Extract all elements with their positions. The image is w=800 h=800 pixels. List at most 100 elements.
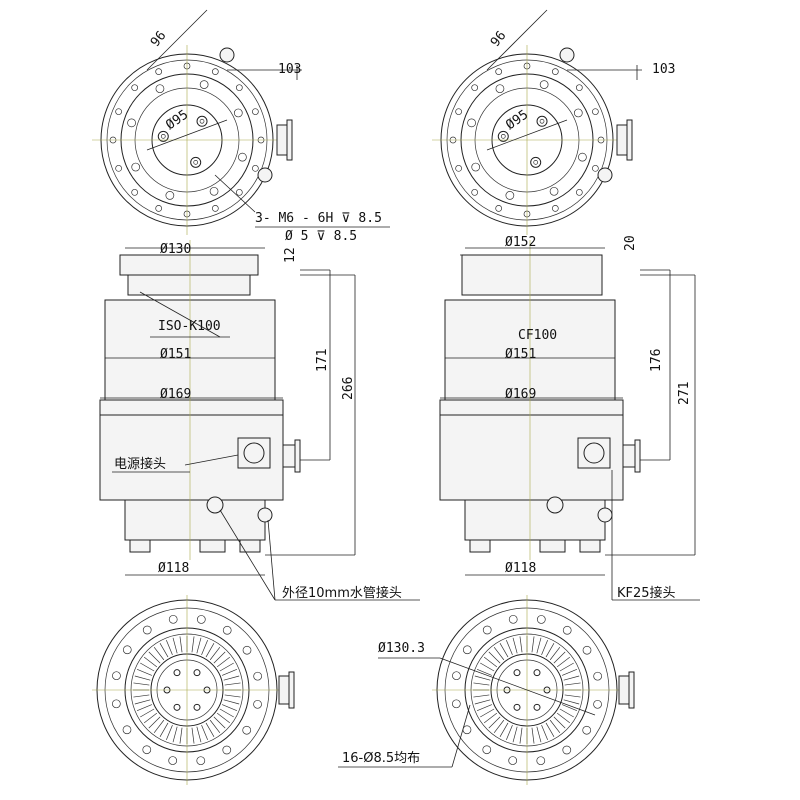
rotor-blade: [476, 704, 493, 711]
rotor-blade: [191, 727, 195, 744]
rotor-blade: [148, 651, 161, 664]
rotor-blade: [531, 636, 535, 653]
kf25-flange: [628, 671, 635, 709]
rotor-blade: [556, 656, 571, 668]
bolt-hole: [471, 188, 479, 196]
bolt-hole: [575, 188, 583, 196]
rotor-blade: [473, 694, 490, 698]
thread-callout-1: 3- M6 - 6H ⊽ 8.5: [255, 211, 382, 226]
base-dia: Ø118: [158, 561, 189, 576]
dim-96: 96: [148, 28, 169, 50]
base: [124, 499, 266, 541]
rotor-blade: [531, 727, 535, 744]
rotor-blade: [536, 637, 542, 654]
bolt-hole: [142, 745, 152, 755]
bolt-hole: [252, 164, 259, 172]
rotor-blade: [136, 704, 153, 711]
bolt-hole: [451, 699, 461, 709]
power-connector: [257, 167, 273, 183]
water-fitting: [546, 496, 564, 514]
base-dia: Ø118: [505, 561, 536, 576]
screw: [573, 108, 583, 118]
circle: [160, 133, 166, 139]
base: [464, 499, 606, 541]
leader: [214, 174, 256, 213]
flange-dia: Ø130: [160, 242, 191, 257]
bolt-hole: [593, 699, 602, 709]
rotor-blade: [224, 682, 241, 686]
rotor-blade: [483, 656, 498, 668]
rotor-blade: [563, 699, 580, 705]
rotor-blade: [556, 712, 571, 724]
screw: [533, 703, 541, 711]
side-view-right: Ø152 20 CF100 Ø151 176 271 Ø169 Ø118 KF2…: [505, 235, 692, 601]
dim-line: [146, 9, 208, 71]
bolt-hole: [242, 645, 252, 655]
flange-type: CF100: [518, 328, 557, 343]
bolt-hole: [131, 188, 139, 196]
rotor-blade: [205, 722, 215, 737]
kf25-port: [278, 675, 290, 705]
bolt-hole: [253, 699, 262, 709]
screw: [471, 162, 481, 172]
water-fitting: [597, 507, 613, 523]
body-dia: Ø151: [505, 347, 536, 362]
rotor-blade: [512, 726, 518, 743]
water-fitting: [206, 496, 224, 514]
bolt-hole: [462, 645, 472, 655]
leader: [184, 454, 239, 466]
height-total: 266: [341, 377, 356, 400]
bolt-hole: [122, 645, 132, 655]
bolt-circle-dia: Ø130.3: [378, 641, 425, 656]
rotor-blade: [549, 646, 561, 661]
kf25-flange: [288, 671, 295, 709]
rotor-blade: [179, 727, 183, 744]
rotor-blade: [488, 716, 501, 729]
leader: [451, 704, 471, 768]
rotor-blade: [143, 656, 158, 668]
rotor-blade: [191, 636, 195, 653]
rotor-blade: [564, 682, 581, 686]
dim-103: 103: [652, 62, 675, 77]
bolt-hole: [235, 84, 243, 92]
bolt-hole: [482, 745, 492, 755]
top-view-right: 96 103 Ø95: [488, 28, 676, 133]
screw: [173, 703, 181, 711]
screw: [513, 669, 521, 677]
screw: [233, 108, 243, 118]
rotor-blade: [166, 639, 173, 656]
bolt-hole: [168, 614, 178, 624]
bolt-hole: [115, 108, 122, 116]
rotor-blade: [536, 726, 542, 743]
rotor-blade: [221, 704, 238, 711]
bolt-hole: [155, 205, 163, 212]
kf25-flange: [626, 119, 633, 161]
height-inlet: 171: [315, 349, 330, 372]
rotor-blade: [221, 669, 238, 676]
water-fitting: [219, 47, 235, 63]
collar: [439, 399, 624, 416]
circle: [193, 160, 199, 165]
bolt-hole: [536, 615, 546, 624]
bolt-hole: [508, 756, 518, 765]
rotor-blade: [545, 722, 555, 737]
rotor-blade: [133, 694, 150, 698]
rotor-blade: [153, 646, 165, 661]
rotor-blade: [473, 682, 490, 686]
screw: [549, 186, 559, 196]
bolt-holes-label: 16-Ø8.5均布: [342, 751, 420, 766]
bolt-hole: [593, 671, 603, 681]
bolt-hole: [222, 625, 232, 635]
rotor-blade: [205, 643, 215, 658]
screw: [209, 186, 219, 196]
kf25-port: [276, 124, 288, 156]
screw: [199, 80, 209, 89]
rotor-blade: [545, 643, 555, 658]
rotor-blade: [476, 669, 493, 676]
bolt-hole: [222, 745, 232, 755]
rotor-blade: [140, 708, 155, 718]
bolt-hole: [592, 108, 599, 116]
screw: [155, 84, 165, 94]
rotor-blade: [219, 662, 234, 672]
